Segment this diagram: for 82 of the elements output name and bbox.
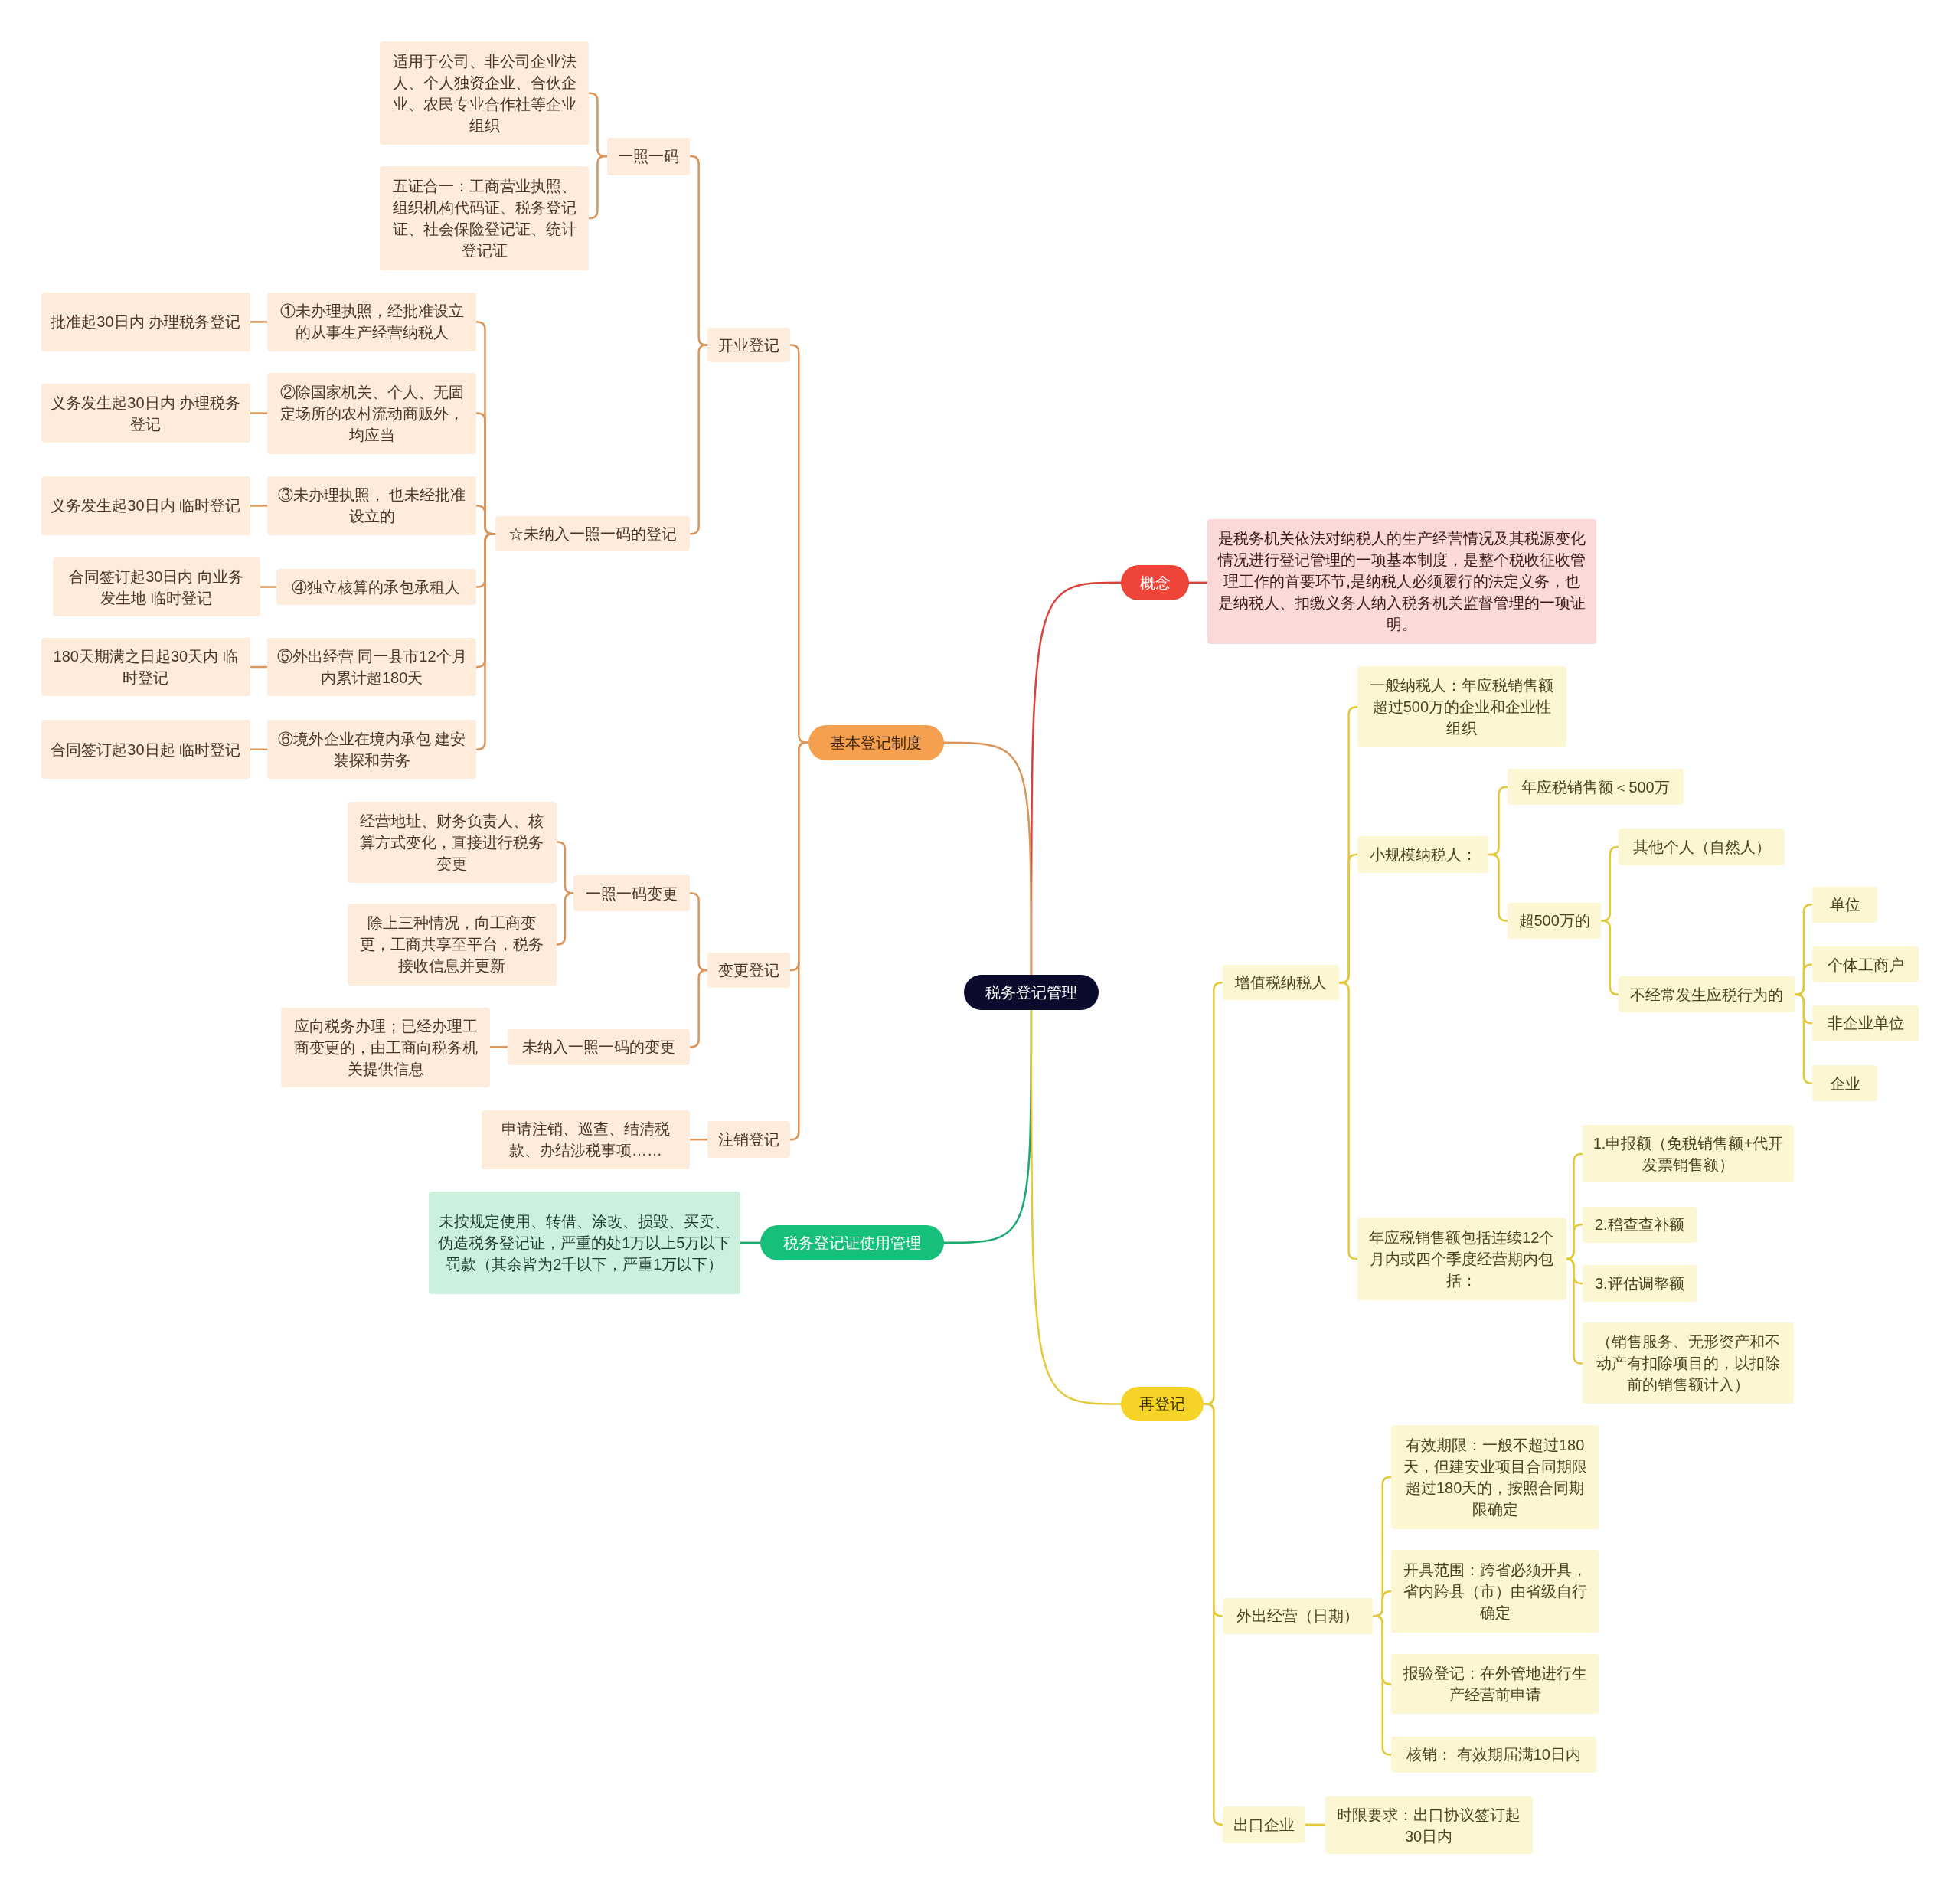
branch-topic: 税务登记证使用管理 (760, 1225, 944, 1260)
topic-box: 报验登记：在外管地进行生产经营前申请 (1391, 1654, 1599, 1715)
connector-line (490, 1046, 508, 1048)
topic-box: 开具范围：跨省必须开具，省内跨县（市）由省级自行确定 (1391, 1550, 1599, 1633)
connector-line (1204, 1403, 1223, 1826)
connector-line (789, 741, 809, 1141)
connector-line (1795, 963, 1813, 996)
connector-line (690, 969, 708, 1048)
topic-box: ☆未纳入一照一码的登记 (495, 516, 691, 551)
connector-line (250, 505, 268, 507)
connector-line (250, 321, 268, 323)
connector-line (740, 1241, 760, 1244)
connector-line (250, 748, 268, 751)
topic-box: 外出经营（日期） (1222, 1597, 1373, 1634)
topic-box: 非企业单位 (1812, 1005, 1919, 1041)
branch-topic: 基本登记制度 (808, 724, 944, 760)
topic-box: 应向税务办理；已经办理工商变更的，由工商向税务机关提供信息 (281, 1007, 490, 1088)
topic-box: 一般纳税人：年应税销售额超过500万的企业和企业性组织 (1357, 666, 1566, 748)
topic-box: 义务发生起30日内 办理税务登记 (41, 384, 250, 443)
topic-box: 180天期满之日起30天内 临时登记 (41, 637, 250, 697)
topic-box: ④独立核算的承包承租人 (276, 568, 477, 606)
topic-box: 1.申报额（免税销售额+代开发票销售额） (1582, 1125, 1794, 1183)
topic-box: ②除国家机关、个人、无固定场所的农村流动商贩外，均应当 (267, 372, 476, 454)
branch-topic: 概念 (1121, 564, 1189, 600)
note-box: 未按规定使用、转借、涂改、损毁、买卖、伪造税务登记证，严重的处1万以上5万以下罚款（其余皆为2千以下，严重1万以下） (429, 1191, 740, 1294)
topic-box: 单位 (1812, 886, 1878, 923)
connector-line (1795, 993, 1813, 1084)
connector-line (260, 586, 276, 588)
topic-box: 2.稽查查补额 (1582, 1206, 1697, 1243)
topic-box: 变更登记 (707, 953, 790, 988)
topic-box: 个体工商户 (1812, 946, 1919, 983)
topic-box: 不经常发生应税行为的 (1619, 976, 1795, 1013)
topic-box: 3.评估调整额 (1582, 1265, 1697, 1302)
topic-box: （销售服务、无形资产和不动产有扣除项目的，以扣除前的销售额计入） (1582, 1322, 1794, 1404)
topic-box: ①未办理执照，经批准设立的从事生产经营纳税人 (267, 293, 476, 351)
connector-line (690, 344, 708, 535)
connector-line (943, 741, 1033, 976)
topic-box: 适用于公司、非公司企业法人、个人独资企业、合伙企业、农民专业合作社等企业组织 (380, 41, 589, 145)
topic-box: 企业 (1812, 1065, 1878, 1102)
topic-box: 合同签订起30日内 向业务发生地 临时登记 (52, 557, 260, 616)
topic-box: 核销： 有效期届满10日内 (1391, 1736, 1596, 1773)
central-topic: 税务登记管理 (963, 975, 1099, 1011)
connector-line (1372, 1614, 1392, 1756)
topic-box: 批准起30日内 办理税务登记 (41, 293, 250, 351)
topic-box: 未纳入一照一码的变更 (507, 1028, 691, 1065)
connector-line (1305, 1823, 1325, 1826)
connector-line (1601, 920, 1619, 996)
connector-line (1565, 1257, 1583, 1365)
topic-box: ③未办理执照， 也未经批准设立的 (267, 476, 476, 535)
connector-line (690, 1138, 708, 1141)
topic-box: 时限要求：出口协议签订起30日内 (1325, 1796, 1533, 1855)
connector-line (250, 412, 268, 414)
topic-box: 义务发生起30日内 临时登记 (41, 476, 250, 535)
topic-box: 年应税销售额＜500万 (1507, 769, 1684, 806)
topic-box: 其他个人（自然人） (1619, 829, 1785, 865)
topic-box: 申请注销、巡查、结清税款、办结涉税事项…… (481, 1110, 691, 1169)
topic-box: 注销登记 (707, 1121, 790, 1158)
topic-box: 超500万的 (1507, 902, 1602, 940)
topic-box: 经营地址、财务负责人、核算方式变化，直接进行税务变更 (347, 801, 557, 883)
topic-box: 开业登记 (707, 327, 790, 363)
topic-box: 一照一码变更 (573, 874, 691, 912)
topic-box: 小规模纳税人： (1357, 836, 1489, 873)
topic-box: 合同签订起30日起 临时登记 (41, 720, 250, 780)
note-box: 是税务机关依法对纳税人的生产经营情况及其税源变化情况进行登记管理的一项基本制度，是整个税收征收管理工作的首要环节,是纳税人必须履行的法定义务，也是纳税人、扣缴义务人纳入税务机关监督管理的一项证明。 (1207, 518, 1596, 644)
topic-box: 一照一码 (607, 137, 691, 175)
connector-line (1338, 982, 1358, 1260)
connector-line (1188, 581, 1208, 584)
topic-box: 年应税销售额包括连续12个月内或四个季度经营期内包括： (1357, 1218, 1566, 1300)
connector-line (1488, 853, 1508, 922)
topic-box: 五证合一：工商营业执照、组织机构代码证、税务登记证、社会保险登记证、统计登记证 (380, 166, 589, 270)
connector-line (556, 892, 574, 946)
topic-box: 有效期限：一般不超过180天，但建安业项目合同期限超过180天的，按照合同期限确定 (1391, 1425, 1599, 1529)
connector-line (1030, 1010, 1122, 1405)
topic-box: ⑥境外企业在境内承包 建安装探和劳务 (267, 720, 476, 780)
topic-box: 出口企业 (1222, 1806, 1305, 1843)
topic-box: 除上三种情况，向工商变更，工商共享至平台，税务接收信息并更新 (347, 904, 557, 986)
topic-box: ⑤外出经营 同一县市12个月内累计超180天 (267, 637, 476, 697)
connector-line (476, 532, 495, 751)
connector-line (250, 665, 268, 669)
connector-line (588, 155, 608, 220)
branch-topic: 再登记 (1121, 1386, 1204, 1422)
topic-box: 增值税纳税人 (1222, 965, 1339, 1001)
